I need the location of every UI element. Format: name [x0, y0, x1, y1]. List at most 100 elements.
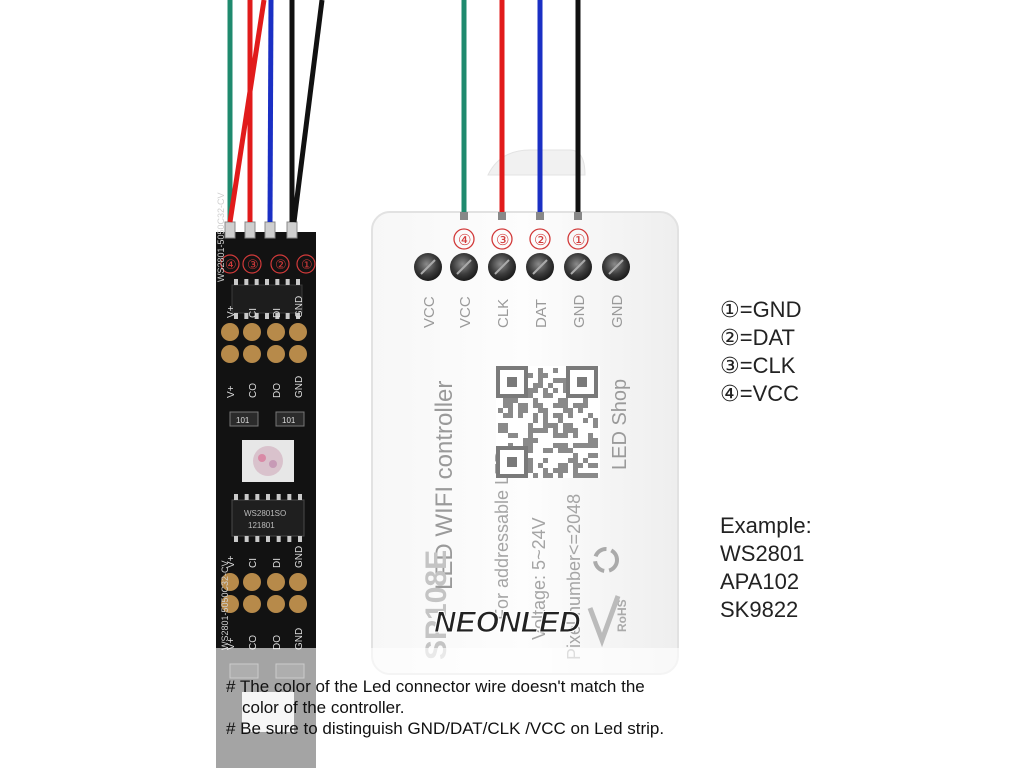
strip-wire-dat [267, 0, 274, 223]
qr-module [533, 403, 538, 408]
qr-module [573, 433, 578, 438]
qr-module [523, 443, 528, 448]
qr-module [558, 443, 563, 448]
qr-module [558, 378, 563, 383]
qr-module [588, 443, 593, 448]
qr-module [508, 443, 513, 448]
solder-pad [243, 573, 261, 591]
ic-leg [234, 279, 238, 285]
ic-leg [234, 313, 238, 319]
qr-module [593, 423, 598, 428]
svg-text:LED WIFI controller: LED WIFI controller [431, 381, 458, 590]
qr-module [558, 468, 563, 473]
qr-module [593, 453, 598, 458]
pad-label-text: GND [294, 376, 305, 398]
solder-pad [221, 573, 239, 591]
qr-module [533, 418, 538, 423]
ic-leg [266, 536, 270, 542]
pad-label: DI [272, 558, 283, 568]
svg-text:Voltage: 5~24V: Voltage: 5~24V [529, 517, 549, 640]
neonled-watermark: NEONLED [434, 606, 582, 640]
solder-joint [224, 221, 236, 239]
qr-module [548, 423, 553, 428]
svg-text:WS2801SO: WS2801SO [244, 509, 286, 518]
terminal-label-text: VCC [457, 296, 474, 328]
resistor-1: 101 [229, 411, 259, 427]
qr-module [563, 448, 568, 453]
pad-label: GND [294, 546, 305, 568]
qr-module [533, 473, 538, 478]
qr-module [573, 403, 578, 408]
qr-module [543, 408, 548, 413]
qr-module [558, 448, 563, 453]
solder-pad [267, 573, 285, 591]
controller-spec-1: For addressable LED [492, 450, 512, 620]
qr-module [573, 468, 578, 473]
qr-module [588, 433, 593, 438]
qr-module [578, 463, 583, 468]
legend-item-gnd: ①=GND [720, 297, 802, 322]
ic-leg [287, 494, 292, 500]
example-item: SK9822 [720, 597, 799, 622]
qr-module [513, 398, 518, 403]
svg-text:Pixel number<=2048: Pixel number<=2048 [564, 494, 584, 660]
qr-module [523, 438, 528, 443]
qr-module [508, 403, 513, 408]
terminal-label: GND [609, 295, 626, 329]
wire-ferrule [536, 212, 544, 220]
qr-module [553, 403, 558, 408]
pin-number-circle [453, 228, 475, 250]
qr-module [538, 428, 543, 433]
solder-pad [243, 345, 261, 363]
qr-module [533, 428, 538, 433]
qr-module [508, 433, 513, 438]
ic-leg [234, 494, 238, 500]
qr-module [593, 438, 598, 443]
qr-module [528, 458, 533, 463]
rohs-mark: RoHS [615, 599, 629, 632]
qr-module [533, 388, 538, 393]
qr-module [578, 443, 583, 448]
ic-leg [244, 313, 249, 319]
ic-leg [266, 494, 270, 500]
svg-text:NEONLED: NEONLED [434, 606, 581, 639]
example-item: APA102 [720, 569, 800, 594]
qr-module [553, 368, 558, 373]
terminal-slot [494, 259, 510, 275]
pin-number: ② [534, 232, 547, 249]
ic-leg [265, 279, 269, 285]
ic-leg [285, 279, 290, 285]
qr-module [508, 408, 513, 413]
terminal-slot [420, 259, 436, 275]
qr-module [528, 393, 533, 398]
qr-module [543, 468, 548, 473]
qr-module [568, 428, 573, 433]
qr-module [503, 423, 508, 428]
qr-module [588, 453, 593, 458]
example-item: WS2801 [720, 541, 805, 566]
terminal-slot [608, 259, 624, 275]
qr-module [538, 378, 543, 383]
ic-leg [244, 279, 249, 285]
qr-module [543, 423, 548, 428]
qr-module [508, 413, 513, 418]
qr-module [543, 393, 548, 398]
pad-label-text: GND [294, 546, 305, 568]
pad-label: V+ [226, 305, 237, 318]
pin-number: ④ [458, 232, 471, 249]
pin-number: ③ [496, 232, 509, 249]
qr-module [573, 453, 578, 458]
pad-label: CI [248, 558, 259, 568]
pad-label-text: GND [294, 628, 305, 650]
qr-finder [566, 366, 598, 398]
ic-leg [255, 536, 260, 542]
qr-module [553, 388, 558, 393]
pad-label: DI [272, 308, 283, 318]
qr-module [558, 403, 563, 408]
ic-chip-top [231, 279, 303, 319]
qr-module [528, 373, 533, 378]
qr-module [528, 423, 533, 428]
qr-module [588, 413, 593, 418]
qr-finder-dot [507, 377, 517, 387]
qr-module [583, 418, 588, 423]
